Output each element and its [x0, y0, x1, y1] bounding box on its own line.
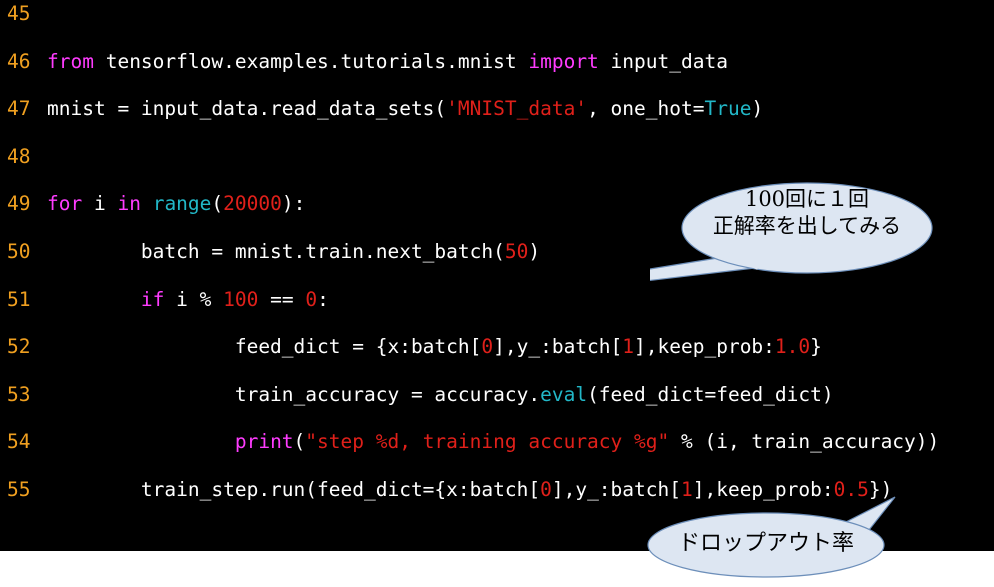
code-token: import — [528, 49, 599, 73]
code-token: 1 — [622, 335, 635, 359]
code-token: train_step.run(feed_dict={x:batch[ — [47, 478, 541, 501]
code-token: 100 — [223, 287, 259, 311]
code-line[interactable]: 55 train_step.run(feed_dict={x:batch[0],… — [0, 475, 892, 505]
code-token: 0 — [305, 287, 318, 311]
code-line[interactable]: 48 — [0, 142, 47, 172]
code-text: train_accuracy = accuracy.eval(feed_dict… — [47, 383, 834, 406]
line-number: 50 — [7, 240, 31, 263]
line-number: 55 — [7, 478, 31, 501]
code-token: tensorflow.examples.tutorials.mnist — [93, 49, 529, 73]
line-number: 54 — [7, 430, 31, 454]
line-number: 47 — [7, 97, 31, 121]
code-token: for — [47, 192, 83, 216]
code-token: 0 — [481, 335, 494, 359]
code-token: 1.0 — [774, 335, 811, 359]
callout-eval-frequency: 100回に１回 正解率を出してみる — [650, 168, 970, 323]
code-token: print — [234, 430, 294, 454]
code-token: feed_dict = {x:batch[ — [47, 335, 482, 359]
line-number: 45 — [7, 2, 31, 25]
code-line[interactable]: 53 train_accuracy = accuracy.eval(feed_d… — [0, 380, 834, 410]
code-token: } — [810, 335, 822, 359]
speech-bubble-icon — [647, 496, 896, 578]
code-token: mnist = input_data.read_data_sets( — [47, 97, 447, 121]
callout-dropout-text: ドロップアウト率 — [677, 531, 854, 556]
code-token: , one_hot= — [587, 97, 705, 121]
code-text: if i % 100 == 0: — [47, 288, 329, 311]
code-line[interactable]: 50 batch = mnist.train.next_batch(50) — [0, 237, 540, 267]
code-text: for i in range(20000): — [47, 192, 305, 215]
code-line[interactable]: 51 if i % 100 == 0: — [0, 285, 329, 315]
code-token: ): — [281, 192, 306, 216]
code-token: in — [117, 192, 141, 216]
code-text: mnist = input_data.read_data_sets('MNIST… — [47, 97, 763, 120]
code-text: from tensorflow.examples.tutorials.mnist… — [47, 50, 728, 73]
code-token: from — [47, 49, 94, 73]
code-token: ( — [293, 430, 306, 454]
code-text: train_step.run(feed_dict={x:batch[0],y_:… — [47, 478, 892, 501]
code-token: 50 — [504, 240, 529, 263]
code-token: ) — [528, 240, 541, 263]
code-token: batch = mnist.train.next_batch( — [47, 240, 505, 263]
line-number: 51 — [7, 287, 31, 311]
code-token: ],keep_prob: — [692, 478, 834, 501]
code-editor[interactable]: 45 46 from tensorflow.examples.tutorials.m… — [0, 0, 994, 551]
code-token: (feed_dict=feed_dict) — [587, 382, 834, 406]
code-line[interactable]: 46 from tensorflow.examples.tutorials.mni… — [0, 47, 728, 77]
code-text: batch = mnist.train.next_batch(50) — [47, 240, 540, 263]
code-token: == — [258, 287, 306, 311]
code-token: "step %d, training accuracy %g" — [305, 430, 670, 454]
code-token: ],y_:batch[ — [551, 478, 681, 501]
code-token: 1 — [680, 478, 693, 501]
line-number: 46 — [7, 49, 31, 73]
callout-dropout-rate: ドロップアウト率 — [640, 495, 900, 583]
code-line[interactable]: 54 print("step %d, training accuracy %g"… — [0, 427, 939, 457]
line-number: 52 — [7, 335, 31, 359]
callout-eval-line1: 100回に１回 — [744, 187, 870, 211]
code-token: if — [140, 287, 165, 311]
code-token: 0.5 — [833, 478, 869, 501]
callout-eval-line2: 正解率を出してみる — [712, 214, 902, 238]
code-line[interactable]: 52 feed_dict = {x:batch[0],y_:batch[1],k… — [0, 332, 822, 362]
code-token: ( — [211, 192, 224, 216]
line-number: 53 — [7, 382, 31, 406]
code-token: ],keep_prob: — [634, 335, 775, 359]
code-token: % (i, train_accuracy)) — [669, 430, 940, 454]
code-token — [47, 288, 141, 311]
code-token: i — [82, 192, 118, 216]
code-line[interactable]: 45 — [0, 0, 47, 29]
code-token: range — [152, 192, 212, 216]
code-token: 0 — [540, 478, 552, 501]
speech-bubble-icon — [650, 182, 933, 282]
line-number: 49 — [7, 192, 31, 216]
code-token: 20000 — [223, 192, 282, 216]
code-token: ],y_:batch[ — [493, 335, 623, 359]
code-token: eval — [540, 382, 588, 406]
code-token: ) — [751, 97, 764, 121]
code-token: : — [317, 287, 329, 311]
code-token: input_data — [598, 49, 728, 73]
code-token — [47, 430, 235, 453]
code-token — [141, 192, 153, 215]
code-token: 'MNIST_data' — [446, 97, 588, 121]
code-token: True — [704, 97, 752, 121]
code-text: print("step %d, training accuracy %g" % … — [47, 430, 939, 453]
code-text: feed_dict = {x:batch[0],y_:batch[1],keep… — [47, 335, 822, 358]
line-number: 48 — [7, 144, 31, 168]
code-token: i % — [164, 287, 224, 311]
code-line[interactable]: 49 for i in range(20000): — [0, 189, 305, 219]
code-line[interactable]: 47 mnist = input_data.read_data_sets('MNI… — [0, 94, 763, 124]
code-token: train_accuracy = accuracy. — [47, 382, 541, 406]
code-token: }) — [868, 478, 893, 501]
